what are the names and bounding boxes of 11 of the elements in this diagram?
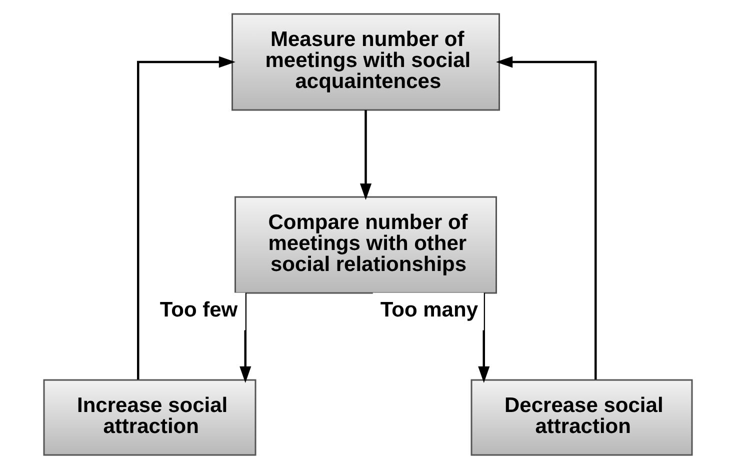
node-box: Decrease social attraction [470, 379, 693, 456]
arrow [496, 56, 597, 380]
edge-label: Too many [380, 298, 478, 322]
arrow [478, 293, 490, 383]
edge-label: Too few [160, 298, 238, 322]
arrow [137, 56, 236, 380]
node-box: Measure number of meetings with social acquaintences [232, 13, 500, 111]
node-box: Increase social attraction [43, 379, 256, 456]
node-box: Compare number of meetings with other social relationships [234, 196, 497, 294]
arrow [240, 293, 252, 383]
arrow [360, 110, 372, 200]
